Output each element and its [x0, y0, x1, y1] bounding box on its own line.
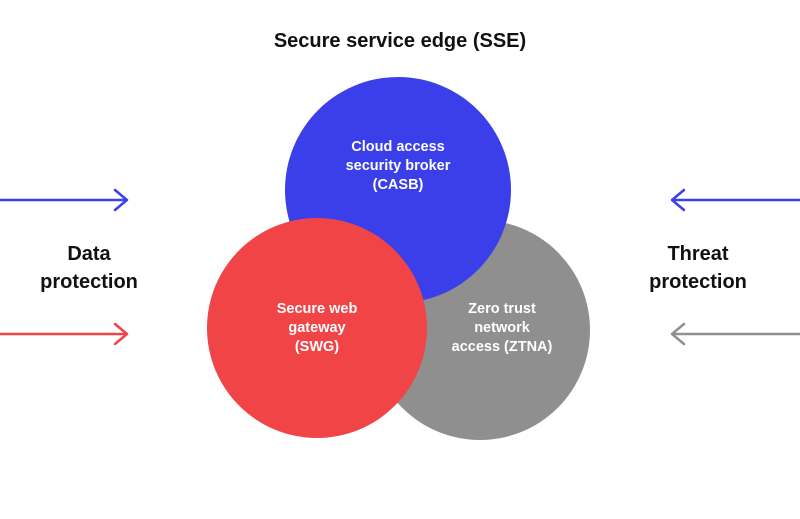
data-protection-label: Data protection	[40, 243, 138, 293]
left-top-arrow	[0, 188, 129, 212]
left-bottom-arrow	[0, 322, 129, 346]
right-bottom-arrow	[670, 322, 800, 346]
ztna-label: Zero trust network access (ZTNA)	[451, 301, 553, 355]
swg-circle	[207, 218, 427, 438]
right-top-arrow	[670, 188, 800, 212]
casb-label: Cloud access security broker (CASB)	[345, 139, 451, 193]
diagram-title: Secure service edge (SSE)	[273, 30, 527, 52]
threat-protection-label: Threat protection	[649, 243, 747, 293]
swg-label: Secure web gateway (SWG)	[276, 301, 358, 355]
